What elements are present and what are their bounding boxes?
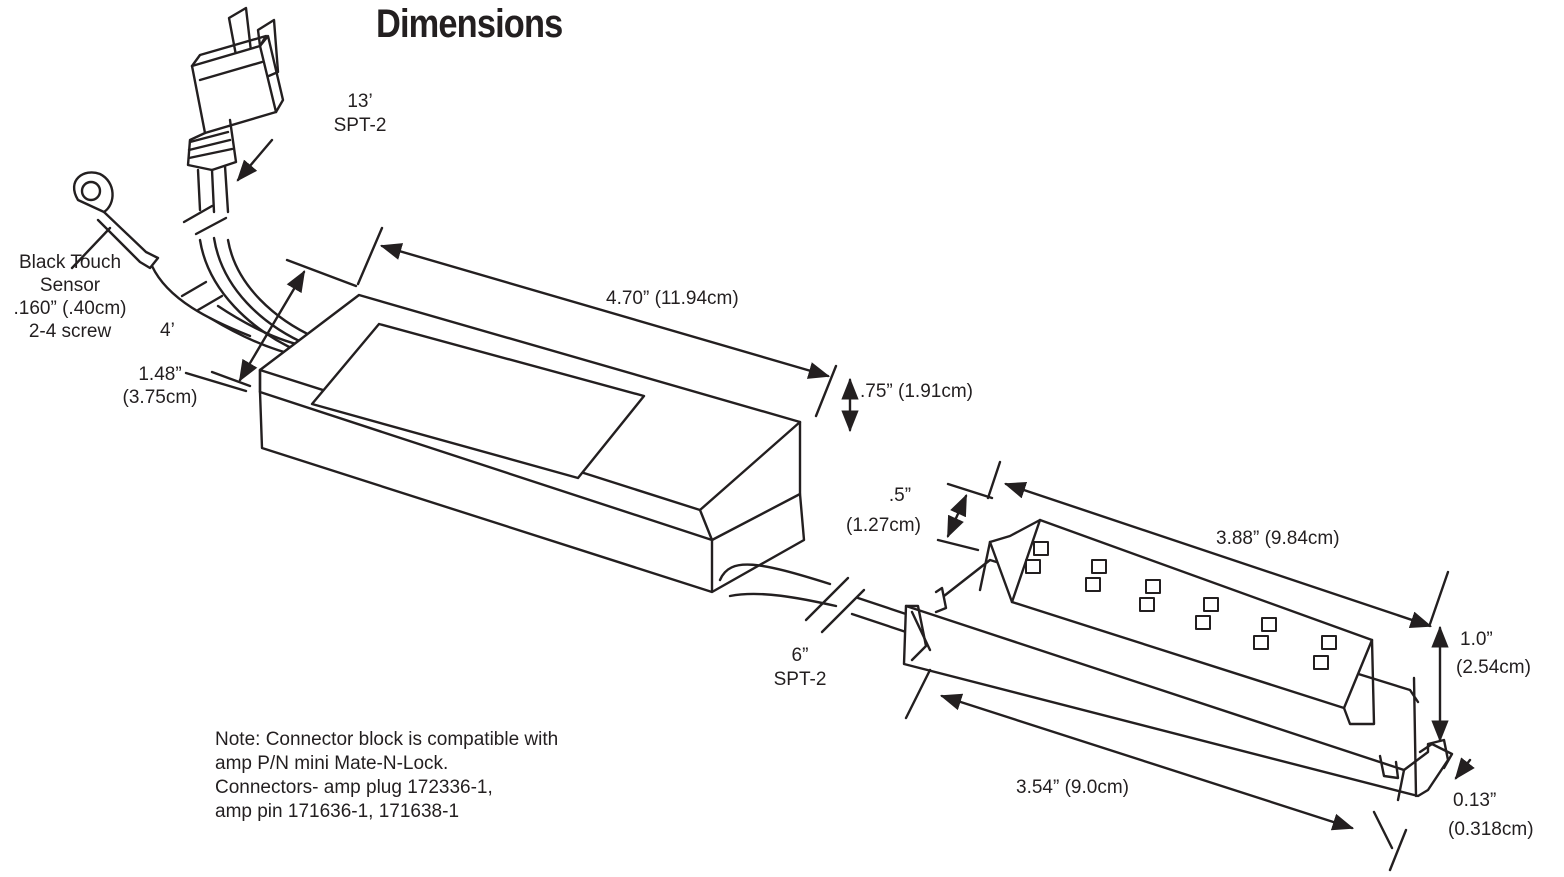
page-title: Dimensions: [376, 2, 563, 46]
output-cord-length: 6”: [791, 645, 809, 666]
note-line: amp P/N mini Mate-N-Lock.: [215, 753, 449, 774]
output-cord-type: SPT-2: [773, 669, 827, 690]
note-line: amp pin 171636-1, 171638-1: [215, 801, 460, 822]
connector-block: [902, 518, 1454, 802]
sensor-label-line2: Sensor: [39, 275, 101, 296]
control-box: [258, 293, 806, 594]
compatibility-note: Note: Connector block is compatible with…: [215, 728, 558, 824]
sensor-length-label: 4’: [160, 320, 175, 341]
box-height-label: .75” (1.91cm): [860, 381, 973, 402]
output-cord: [718, 563, 920, 636]
flange-thickness-cm: (0.318cm): [1448, 819, 1534, 840]
block-total-height-cm: (2.54cm): [1456, 657, 1531, 678]
block-length-label: 3.88” (9.84cm): [1216, 528, 1340, 549]
sensor-label-line1: Black Touch: [18, 252, 122, 273]
power-cord: [198, 236, 318, 354]
box-width-inches: 1.48”: [138, 364, 182, 385]
block-height-inches: .5”: [888, 485, 912, 506]
cord-type-label: SPT-2: [333, 115, 387, 136]
sensor-label-line3: .160” (.40cm): [13, 298, 127, 319]
flange-thickness-inches: 0.13”: [1453, 790, 1497, 811]
cord-length-label: 13’: [347, 91, 373, 112]
note-line: Connectors- amp plug 172336-1,: [215, 777, 493, 798]
note-line: Note: Connector block is compatible with: [215, 729, 559, 750]
box-length-label: 4.70” (11.94cm): [606, 288, 739, 309]
power-plug-icon: [182, 6, 285, 236]
box-width-cm: (3.75cm): [122, 387, 198, 408]
base-length-label: 3.54” (9.0cm): [1016, 777, 1129, 798]
sensor-label-line4: 2-4 screw: [28, 321, 112, 342]
block-total-height-inches: 1.0”: [1460, 629, 1493, 650]
block-height-cm: (1.27cm): [846, 515, 921, 536]
